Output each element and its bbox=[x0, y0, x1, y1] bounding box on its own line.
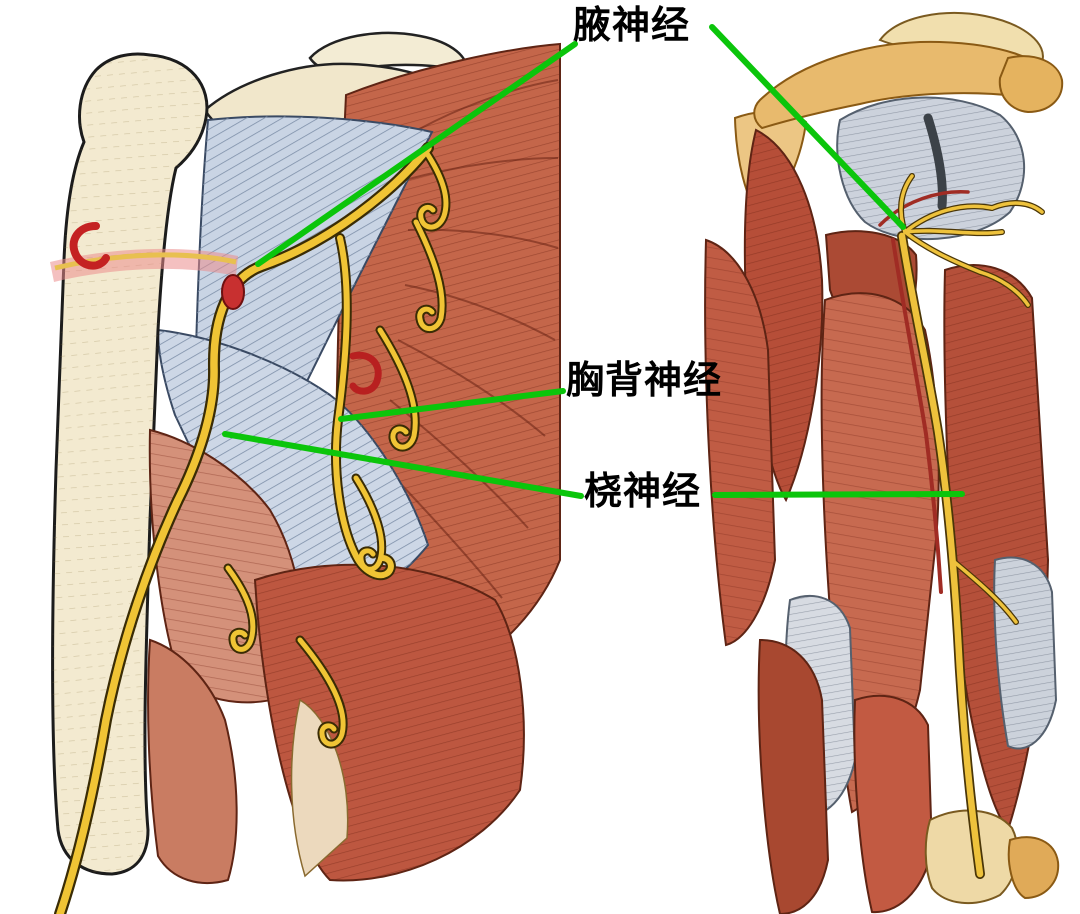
left-nerves bbox=[56, 144, 449, 914]
leader-line-radial-right bbox=[712, 491, 965, 498]
left-lower-muscle bbox=[704, 238, 777, 647]
arm-arteries bbox=[878, 190, 970, 594]
red-vessel-hooks bbox=[69, 222, 382, 395]
shoulder-bones-top bbox=[753, 12, 1064, 130]
leader-line-radial-left bbox=[222, 431, 584, 499]
yellow-band-across-bone bbox=[54, 252, 237, 271]
thoracodorsal-nerve-path bbox=[333, 235, 394, 579]
right-column-muscle bbox=[943, 264, 1050, 833]
leader-line-axillary-right bbox=[709, 24, 906, 230]
left-anatomy-illustration bbox=[50, 31, 561, 914]
lower-left-muscle bbox=[757, 638, 830, 914]
right-nerves bbox=[898, 174, 1044, 878]
nerve-branches bbox=[225, 149, 449, 747]
axillary-nerve-label: 腋神经 bbox=[573, 5, 691, 47]
lower-center-muscle bbox=[853, 694, 934, 914]
right-anatomy-illustration bbox=[704, 12, 1064, 914]
lower-red-sliver-muscle bbox=[147, 638, 238, 884]
radial-nerve-path bbox=[898, 232, 984, 878]
leader-line-thoracodorsal bbox=[338, 388, 566, 422]
brachial-plexus-main-trunk bbox=[56, 144, 432, 914]
radial-nerve-label: 桡神经 bbox=[584, 471, 702, 513]
forearm-fascia-grey bbox=[993, 556, 1058, 750]
axillary-nerve-branches bbox=[899, 174, 1044, 624]
leader-line-axillary-left bbox=[255, 41, 578, 267]
leader-lines bbox=[222, 24, 965, 499]
elbow-bones bbox=[924, 809, 1060, 905]
thoracodorsal-nerve-label: 胸背神经 bbox=[566, 360, 723, 402]
